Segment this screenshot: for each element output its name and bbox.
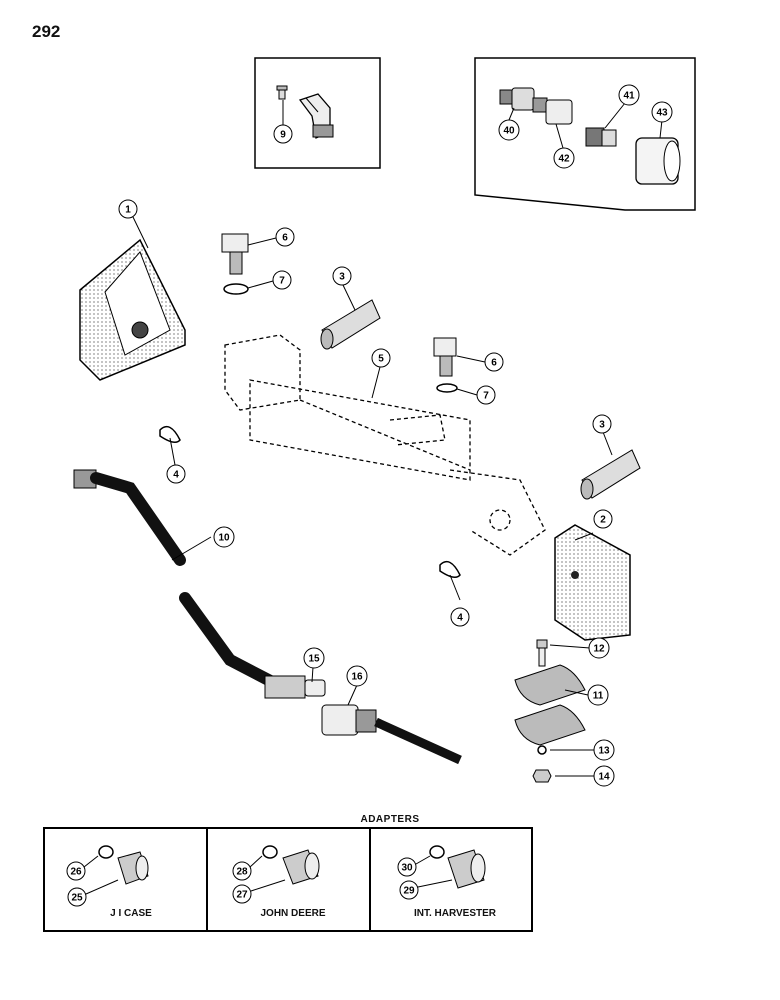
adapter-25-icon (117, 851, 149, 885)
adapters-title: ADAPTERS (360, 814, 420, 825)
callout-4b: 4 (450, 607, 470, 627)
coupler-16-icon (321, 704, 462, 765)
callout-25: 25 (67, 887, 87, 907)
svg-text:26: 26 (70, 867, 82, 878)
o-ring-7a-icon (223, 283, 249, 295)
svg-text:4: 4 (457, 613, 463, 624)
callout-7b: 7 (476, 385, 496, 405)
svg-text:9: 9 (280, 130, 286, 141)
svg-text:7: 7 (483, 391, 489, 402)
svg-text:2: 2 (600, 515, 606, 526)
adapter-label-case: J I CASE (110, 908, 152, 919)
svg-text:4: 4 (173, 470, 179, 481)
svg-text:41: 41 (623, 91, 635, 102)
svg-text:3: 3 (599, 420, 605, 431)
coupler-15-icon (264, 675, 326, 699)
adapter-29-icon (447, 849, 486, 889)
callouts: 1 6 7 3 5 6 7 3 4 2 10 4 12 15 16 11 13 … (118, 84, 673, 787)
pin-3b-icon (580, 449, 641, 500)
adapter-27-icon (282, 849, 320, 885)
callout-4a: 4 (166, 464, 186, 484)
clamp-11-icon (514, 664, 586, 746)
o-ring-30-icon (429, 845, 445, 859)
fitting-40-icon (499, 87, 535, 111)
callout-13: 13 (593, 739, 615, 761)
svg-text:43: 43 (656, 108, 668, 119)
callout-6a: 6 (275, 227, 295, 247)
callout-12: 12 (588, 637, 610, 659)
callout-6b: 6 (484, 352, 504, 372)
inset-fittings-40-43 (474, 57, 696, 211)
svg-text:10: 10 (218, 533, 230, 544)
anchor-bracket-icon (79, 238, 186, 381)
grease-fitting-icon (276, 85, 288, 100)
adapters-panels: 26 25 28 27 30 29 (43, 827, 533, 932)
callout-27: 27 (232, 884, 252, 904)
fitting-42-icon (532, 97, 573, 125)
svg-text:14: 14 (598, 772, 610, 783)
inset-fitting-9 (254, 57, 381, 169)
pin-3a-icon (320, 299, 381, 350)
stop-plate-icon (554, 524, 631, 641)
clip-4a-icon (159, 425, 181, 443)
washer-13-icon (537, 745, 547, 755)
callout-16: 16 (346, 665, 368, 687)
svg-text:13: 13 (598, 746, 610, 757)
leader-lines (132, 97, 663, 777)
callout-3a: 3 (332, 266, 352, 286)
callout-30: 30 (397, 857, 417, 877)
o-ring-7b-icon (436, 383, 458, 393)
callout-7a: 7 (272, 270, 292, 290)
callout-5: 5 (371, 348, 391, 368)
nut-14-icon (532, 769, 552, 783)
elbow-fitting-6a-icon (221, 233, 249, 275)
fitting-41-icon (585, 127, 617, 147)
svg-text:27: 27 (236, 890, 248, 901)
callout-3b: 3 (592, 414, 612, 434)
svg-text:5: 5 (378, 354, 384, 365)
svg-text:11: 11 (593, 691, 604, 702)
svg-text:29: 29 (403, 886, 415, 897)
adapter-label-deere: JOHN DEERE (260, 908, 326, 919)
hydraulic-cylinder-icon (224, 334, 546, 556)
coupling-43-icon (635, 137, 681, 185)
svg-text:1: 1 (125, 205, 131, 216)
callout-43: 43 (651, 101, 673, 123)
callout-2: 2 (593, 509, 613, 529)
elbow-fitting-6b-icon (433, 337, 457, 377)
callout-26: 26 (66, 861, 86, 881)
callout-15: 15 (303, 647, 325, 669)
callout-29: 29 (399, 880, 419, 900)
svg-text:28: 28 (236, 867, 248, 878)
svg-text:30: 30 (401, 863, 413, 874)
svg-text:7: 7 (279, 276, 285, 287)
callout-40: 40 (498, 119, 520, 141)
callout-9: 9 (273, 124, 293, 144)
adapter-label-harvester: INT. HARVESTER (413, 908, 497, 919)
callout-11: 11 (587, 684, 609, 706)
page-number: 292 (32, 22, 61, 41)
o-ring-28-icon (262, 845, 278, 859)
svg-text:6: 6 (282, 233, 288, 244)
clip-4b-icon (439, 560, 461, 578)
callout-41: 41 (618, 84, 640, 106)
hose-10-icon (73, 469, 286, 692)
svg-text:15: 15 (308, 654, 320, 665)
callout-14: 14 (593, 765, 615, 787)
svg-text:16: 16 (351, 672, 363, 683)
svg-text:12: 12 (593, 644, 605, 655)
bolt-12-icon (536, 639, 548, 667)
o-ring-26-icon (98, 845, 114, 859)
svg-text:25: 25 (71, 893, 83, 904)
svg-text:6: 6 (491, 358, 497, 369)
callout-28: 28 (232, 861, 252, 881)
svg-text:3: 3 (339, 272, 345, 283)
callout-42: 42 (553, 147, 575, 169)
svg-text:40: 40 (503, 126, 515, 137)
elbow-fitting-icon (298, 93, 334, 139)
callout-1: 1 (118, 199, 138, 219)
svg-text:42: 42 (558, 154, 570, 165)
callout-10: 10 (213, 526, 235, 548)
